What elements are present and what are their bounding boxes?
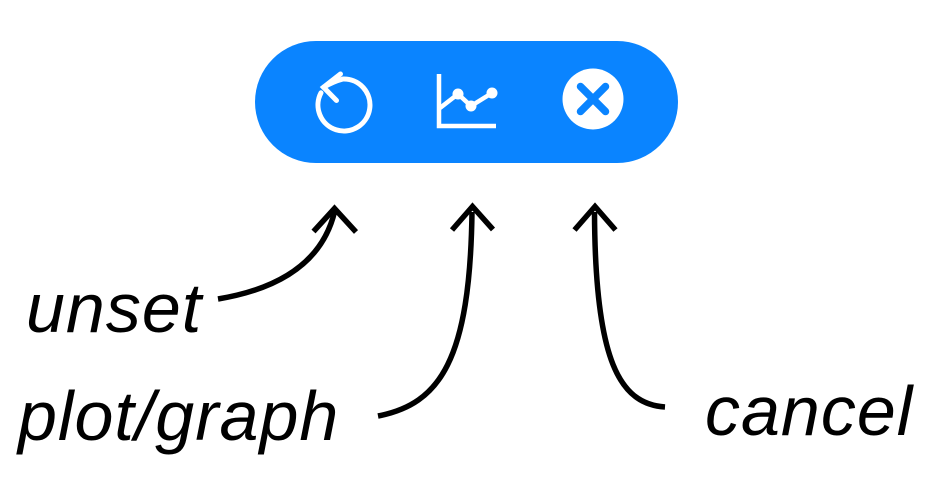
annotation-arrow-cancel bbox=[572, 202, 666, 410]
close-circle-icon bbox=[562, 68, 624, 130]
cancel-button[interactable] bbox=[561, 67, 625, 131]
annotation-label-unset: unset bbox=[26, 269, 203, 347]
unset-button[interactable] bbox=[312, 71, 376, 135]
annotation-label-cancel: cancel bbox=[705, 372, 914, 450]
annotation-label-plot-graph: plot/graph bbox=[18, 377, 340, 455]
annotation-arrow-plot-graph bbox=[377, 202, 496, 419]
line-chart-icon bbox=[436, 74, 498, 129]
annotation-arrow-unset bbox=[217, 204, 359, 302]
plot-graph-button[interactable] bbox=[435, 68, 499, 132]
floating-toolbar bbox=[255, 41, 678, 163]
undo-icon bbox=[315, 71, 373, 134]
